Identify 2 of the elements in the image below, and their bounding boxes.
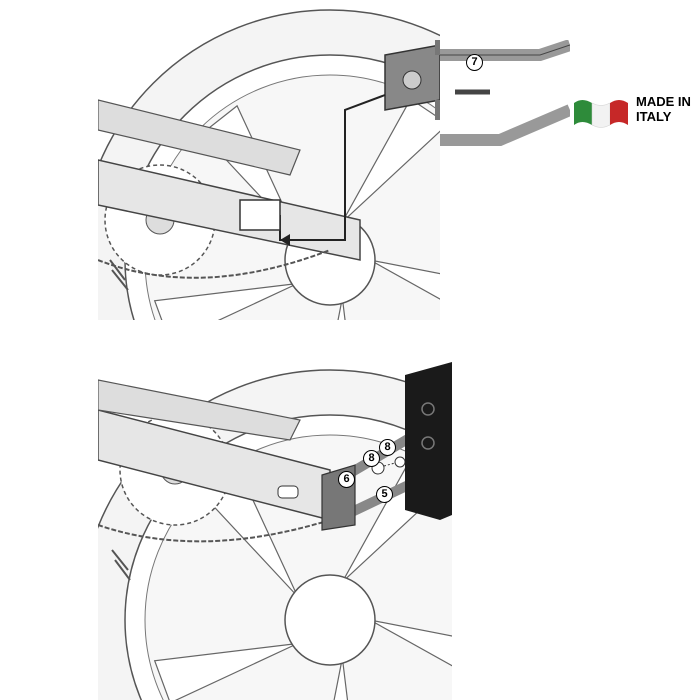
- origin-note: MADE IN ITALY: [636, 94, 692, 124]
- callout-number: 7: [466, 54, 483, 71]
